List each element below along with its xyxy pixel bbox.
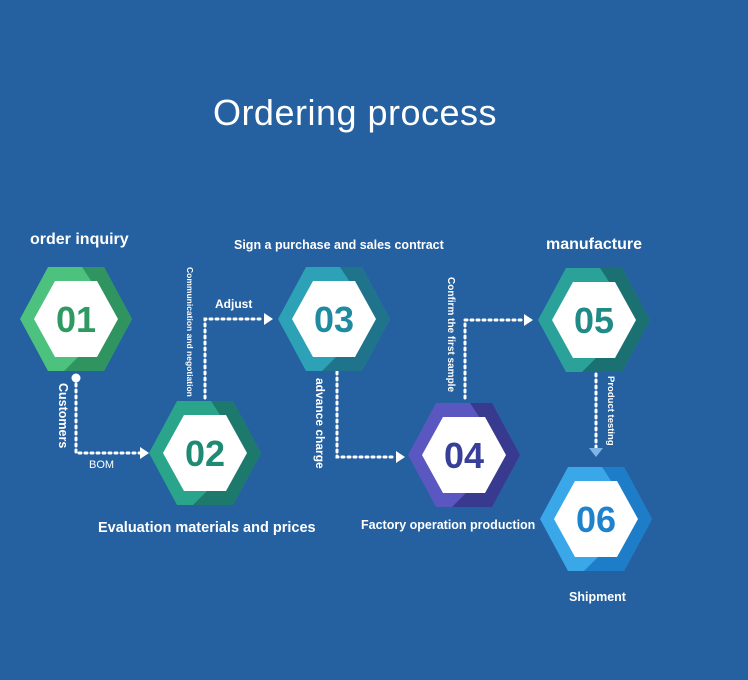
step-02-hexagon: 02 bbox=[149, 401, 261, 505]
step-number-02: 02 bbox=[185, 433, 225, 474]
step-label-01: order inquiry bbox=[30, 231, 129, 248]
step-label-04: Factory operation production bbox=[361, 518, 536, 532]
connector-label-customers: Customers bbox=[56, 383, 70, 449]
step-number-04: 04 bbox=[444, 435, 484, 476]
connector-03-04 bbox=[335, 370, 405, 463]
step-label-06: Shipment bbox=[569, 590, 626, 604]
step-number-01: 01 bbox=[56, 299, 96, 340]
connector-label-bom: BOM bbox=[89, 459, 115, 471]
connector-02-03 bbox=[203, 313, 273, 400]
step-01-hexagon: 01 bbox=[20, 267, 132, 371]
step-label-02: Evaluation materials and prices bbox=[98, 520, 316, 536]
connector-label-product-testing: Product testing bbox=[605, 376, 616, 446]
connector-label-communication: Communication and negotiation bbox=[185, 267, 195, 397]
step-06-hexagon: 06 bbox=[540, 467, 652, 571]
connector-label-advance-charge: advance charge bbox=[313, 378, 327, 469]
connector-label-confirm-sample: Confirm the first sample bbox=[445, 277, 456, 393]
page-title: Ordering process bbox=[212, 92, 498, 133]
step-number-06: 06 bbox=[576, 499, 616, 540]
step-05-hexagon: 05 bbox=[538, 268, 650, 372]
step-label-05: manufacture bbox=[546, 236, 643, 253]
connector-01-02 bbox=[71, 373, 149, 459]
step-03-hexagon: 03 bbox=[278, 267, 390, 371]
step-number-03: 03 bbox=[314, 299, 354, 340]
connector-05-06 bbox=[589, 372, 603, 457]
step-04-hexagon: 04 bbox=[408, 403, 520, 507]
connector-label-adjust: Adjust bbox=[215, 297, 253, 311]
step-label-03: Sign a purchase and sales contract bbox=[234, 238, 444, 252]
step-number-05: 05 bbox=[574, 300, 614, 341]
connector-04-05 bbox=[463, 314, 533, 400]
